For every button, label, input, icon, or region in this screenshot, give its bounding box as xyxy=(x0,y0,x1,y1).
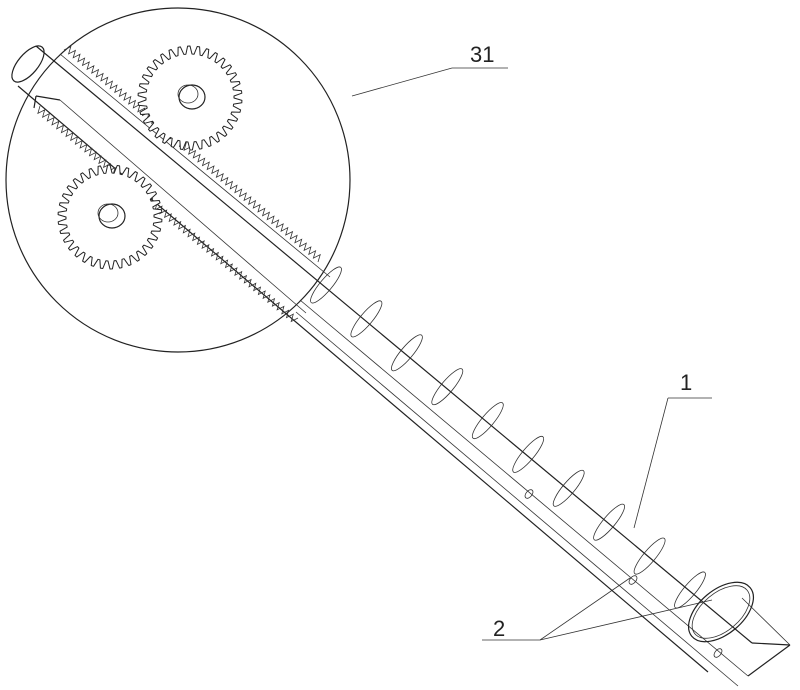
upper-rack xyxy=(59,45,331,278)
tube-tip xyxy=(688,581,791,677)
main-tube xyxy=(11,45,753,673)
tube-band xyxy=(391,334,423,372)
side-wires xyxy=(295,299,749,687)
tube-band xyxy=(552,469,585,507)
tube-band xyxy=(471,402,504,440)
reference-label-2: 2 xyxy=(493,616,506,641)
leader-lines xyxy=(351,67,713,641)
lower-gear xyxy=(57,164,163,270)
tube-band xyxy=(512,435,545,473)
tube-band xyxy=(593,503,625,541)
tube-band xyxy=(350,300,383,338)
reference-label-31: 31 xyxy=(470,42,495,67)
tube-band xyxy=(674,571,706,609)
tube-band xyxy=(431,368,464,406)
lower-rack xyxy=(33,95,307,323)
tube-band xyxy=(633,537,666,575)
upper-gear xyxy=(137,45,243,151)
tube-band xyxy=(310,266,342,304)
reference-label-1: 1 xyxy=(680,370,693,395)
detail-view-circle xyxy=(5,7,351,353)
